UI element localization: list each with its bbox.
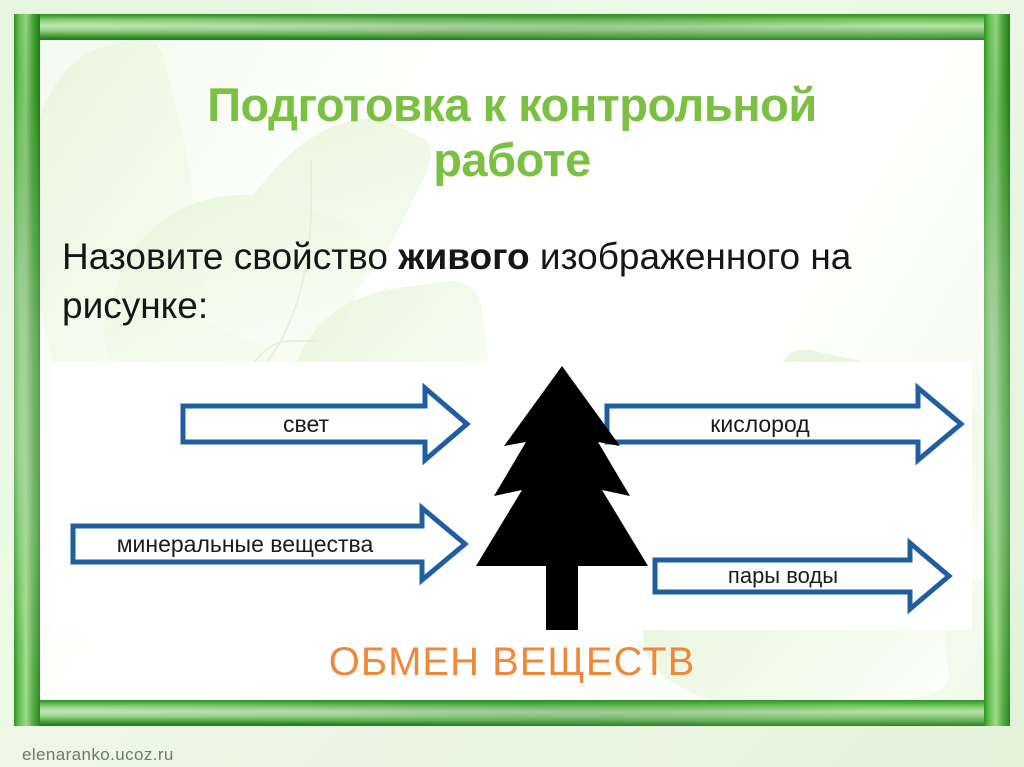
- arrow-input-light: свет: [180, 382, 471, 466]
- site-watermark: elenaranko.ucoz.ru: [22, 745, 174, 764]
- frame-edge-right: [984, 14, 1010, 726]
- question-text: Назовите свойство живого изображенного н…: [62, 232, 984, 330]
- question-text-part-2: изображенного на рисунке:: [62, 236, 852, 327]
- metabolism-diagram: свет минеральные вещества кислород: [52, 362, 972, 630]
- arrow-label-water-vapor: пары воды: [727, 563, 839, 588]
- decorative-green-frame: [14, 14, 1010, 726]
- arrow-input-minerals: минеральные вещества: [70, 502, 469, 586]
- question-text-part-1: Назовите свойство: [62, 236, 399, 277]
- frame-edge-top: [14, 14, 1010, 40]
- arrow-output-water-vapor: пары воды: [652, 537, 953, 615]
- arrow-label-light: свет: [282, 410, 330, 437]
- slide-title-line-1: Подготовка к контрольной: [207, 78, 817, 131]
- fir-tree-icon: [452, 362, 672, 630]
- metabolism-caption: ОБМЕН ВЕЩЕСТВ: [328, 640, 696, 684]
- slide-content-canvas: Подготовка к контрольной работе Назовите…: [40, 40, 984, 700]
- arrow-label-minerals: минеральные вещества: [116, 530, 374, 557]
- slide-title-line-2: работе: [433, 132, 591, 186]
- arrow-output-oxygen: кислород: [604, 382, 965, 466]
- frame-edge-left: [14, 14, 40, 726]
- slide-title: Подготовка к контрольной работе: [100, 78, 924, 187]
- frame-edge-bottom: [14, 700, 1010, 726]
- arrow-label-oxygen: кислород: [710, 410, 810, 437]
- question-text-emphasis: живого: [398, 236, 530, 277]
